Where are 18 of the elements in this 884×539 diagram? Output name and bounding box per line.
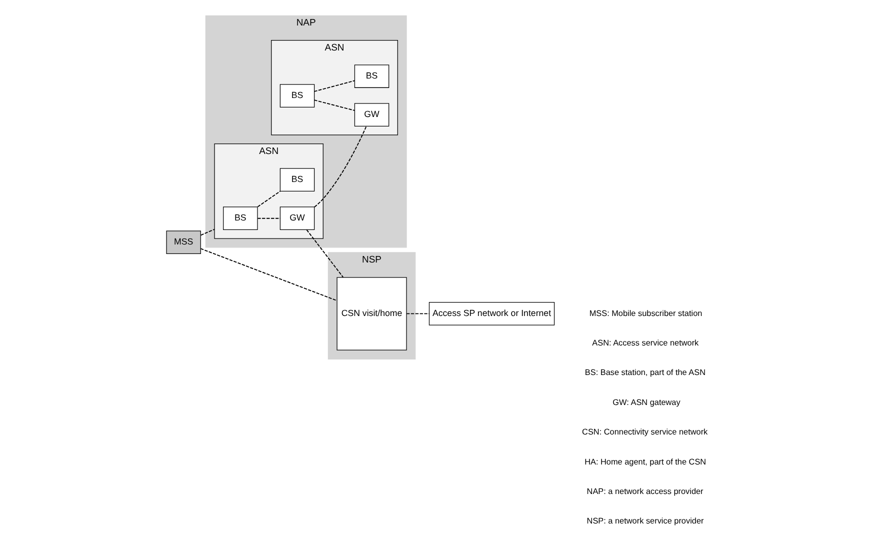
node-box: GW — [279, 206, 314, 230]
connector — [306, 229, 344, 278]
connector — [200, 248, 337, 302]
connector — [314, 126, 366, 208]
node-box: BS — [222, 206, 258, 230]
node-box: BS — [279, 168, 314, 192]
connector — [256, 190, 280, 208]
node-box: CSN visit/home — [336, 277, 406, 350]
connector — [313, 80, 354, 92]
connector — [200, 228, 214, 236]
node-box: BS — [354, 64, 389, 88]
node-box: Access SP network or Internet — [428, 302, 554, 326]
connector — [313, 100, 354, 111]
connector — [406, 313, 430, 314]
node-box: GW — [354, 103, 389, 126]
node-box: MSS — [166, 230, 200, 254]
connector — [256, 218, 280, 219]
node-box: BS — [279, 84, 314, 108]
